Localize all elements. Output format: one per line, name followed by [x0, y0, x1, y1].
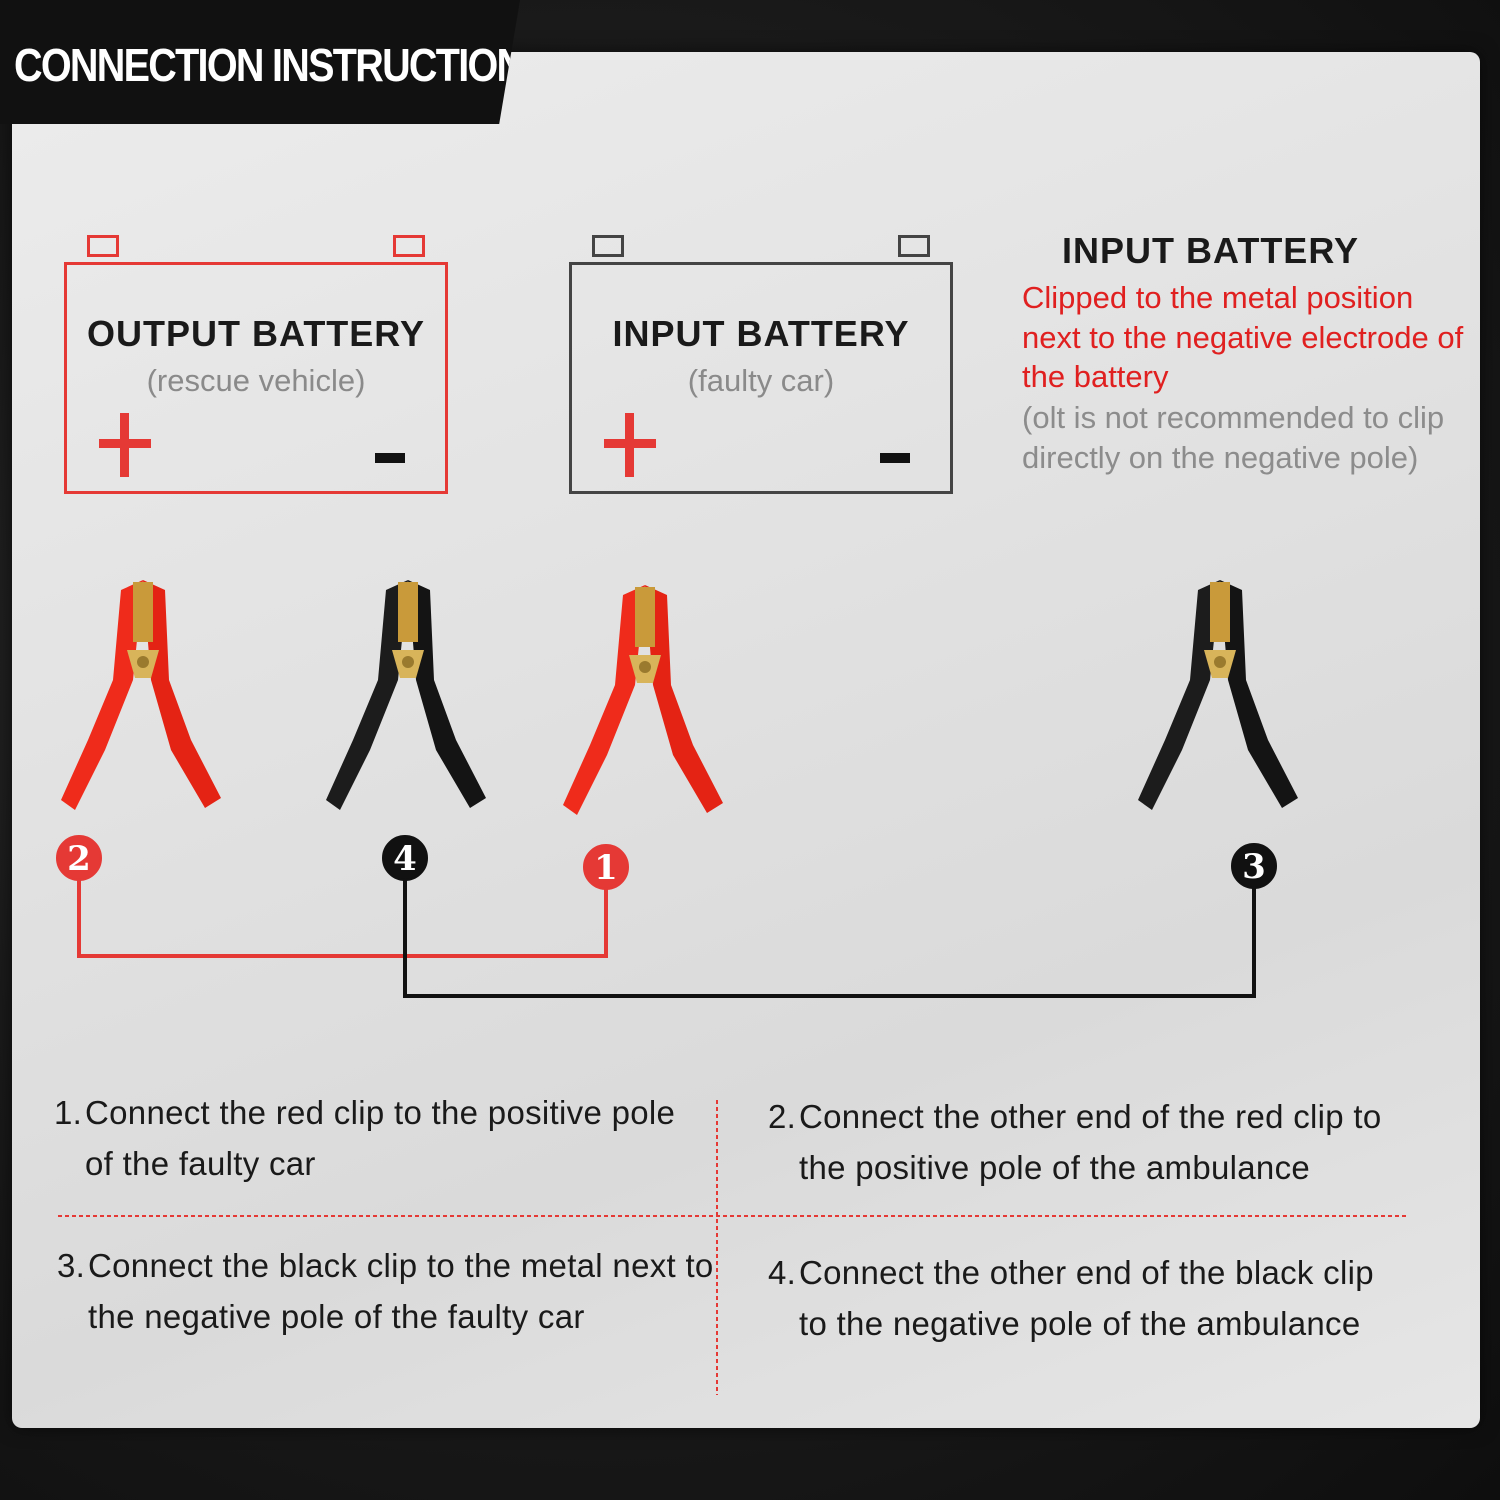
instruction-4: 4. Connect the other end of the black cl… — [768, 1247, 1388, 1349]
input-battery: INPUT BATTERY (faulty car) — [569, 235, 953, 494]
instruction-number: 3. — [57, 1247, 86, 1284]
output-battery-title: OUTPUT BATTERY — [87, 313, 425, 354]
instruction-1: 1. Connect the red clip to the positive … — [54, 1087, 704, 1189]
battery-terminal-positive — [592, 235, 624, 257]
instruction-text: Connect the other end of the red clip to… — [799, 1098, 1382, 1186]
input-battery-subtitle: (faulty car) — [687, 363, 835, 398]
battery-terminal-positive — [87, 235, 119, 257]
minus-icon — [880, 453, 910, 463]
plus-icon — [99, 413, 151, 477]
minus-icon — [375, 453, 405, 463]
title-bar: CONNECTION INSTRUCTIONS — [0, 0, 520, 124]
battery-terminal-negative — [393, 235, 425, 257]
instruction-text: Connect the black clip to the metal next… — [88, 1247, 714, 1335]
red-wire — [77, 880, 608, 958]
clip-number-marker: 1 — [583, 844, 629, 890]
output-battery: OUTPUT BATTERY (rescue vehicle) — [64, 235, 448, 494]
clip-number: 2 — [67, 839, 91, 879]
instruction-text: Connect the red clip to the positive pol… — [85, 1094, 676, 1182]
instruction-number: 1. — [54, 1094, 83, 1131]
clip-number-marker: 4 — [382, 835, 428, 881]
plus-icon — [604, 413, 656, 477]
clip-number: 1 — [594, 848, 618, 888]
instruction-number: 2. — [768, 1098, 797, 1135]
instruction-3: 3. Connect the black clip to the metal n… — [57, 1240, 717, 1342]
output-battery-subtitle: (rescue vehicle) — [146, 363, 366, 398]
note-grey-text: (olt is not recommended to clip directly… — [1022, 400, 1445, 475]
instruction-text: Connect the other end of the black clip … — [799, 1254, 1374, 1342]
clip-number-marker: 3 — [1231, 843, 1277, 889]
clip-number-marker: 2 — [56, 835, 102, 881]
note-title: INPUT BATTERY — [1062, 230, 1359, 271]
page-title: CONNECTION INSTRUCTIONS — [14, 39, 549, 91]
clip-number: 4 — [393, 839, 417, 879]
battery-terminal-negative — [898, 235, 930, 257]
input-battery-title: INPUT BATTERY — [612, 313, 910, 354]
note-red-text: Clipped to the metal position next to th… — [1022, 280, 1464, 394]
instruction-panel — [12, 52, 1480, 1428]
clip-number: 3 — [1242, 847, 1266, 887]
instruction-2: 2. Connect the other end of the red clip… — [768, 1091, 1428, 1193]
instruction-number: 4. — [768, 1254, 797, 1291]
black-wire — [403, 880, 1256, 998]
